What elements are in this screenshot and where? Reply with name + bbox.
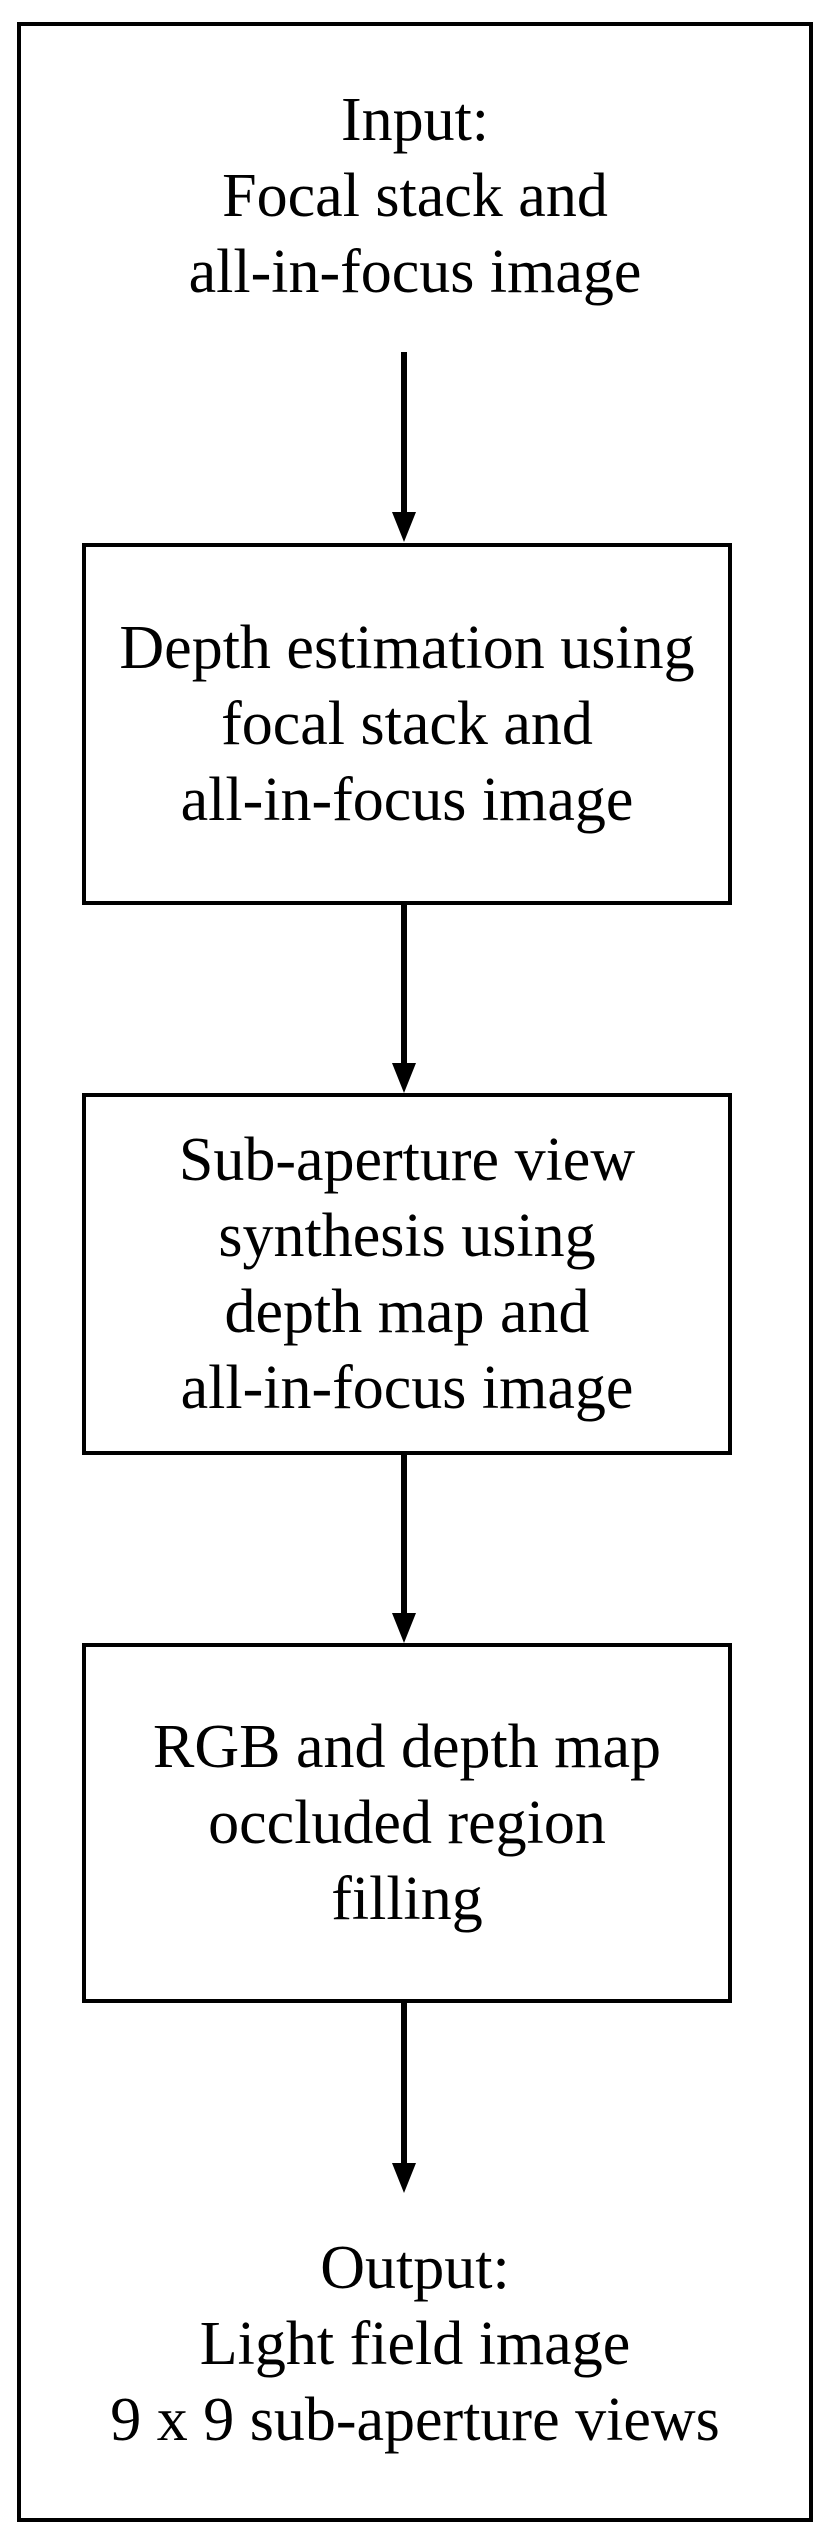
step3-line-1: RGB and depth map — [153, 1713, 661, 1781]
step-view-synthesis-box: Sub-aperture view synthesis using depth … — [82, 1093, 732, 1455]
input-label: Input: Focal stack and all-in-focus imag… — [17, 82, 813, 310]
input-line-2: Focal stack and — [222, 162, 608, 230]
step1-line-2: focal stack and — [221, 690, 593, 758]
input-line-1: Input: — [340, 86, 490, 154]
step1-line-1: Depth estimation using — [119, 614, 695, 682]
output-line-1: Output: — [320, 2234, 510, 2302]
step1-line-3: all-in-focus image — [180, 766, 634, 834]
step2-line-2: synthesis using — [218, 1202, 596, 1270]
input-line-3: all-in-focus image — [188, 238, 642, 306]
step3-line-3: filling — [331, 1865, 483, 1933]
output-line-3: 9 x 9 sub-aperture views — [110, 2386, 720, 2454]
arrow-step1-to-step2 — [392, 905, 416, 1093]
step2-line-1: Sub-aperture view — [178, 1126, 636, 1194]
output-label: Output: Light field image 9 x 9 sub-aper… — [17, 2230, 813, 2458]
step-occlusion-filling-box: RGB and depth map occluded region fillin… — [82, 1643, 732, 2003]
step-depth-estimation-box: Depth estimation using focal stack and a… — [82, 543, 732, 905]
arrow-step3-to-output — [392, 2003, 416, 2193]
diagram-frame — [17, 22, 813, 2522]
output-line-2: Light field image — [199, 2310, 631, 2378]
step3-line-2: occluded region — [208, 1789, 606, 1857]
step2-line-4: all-in-focus image — [180, 1354, 634, 1422]
arrow-step2-to-step3 — [392, 1455, 416, 1643]
arrow-input-to-step1 — [392, 352, 416, 542]
step2-line-3: depth map and — [224, 1278, 590, 1346]
